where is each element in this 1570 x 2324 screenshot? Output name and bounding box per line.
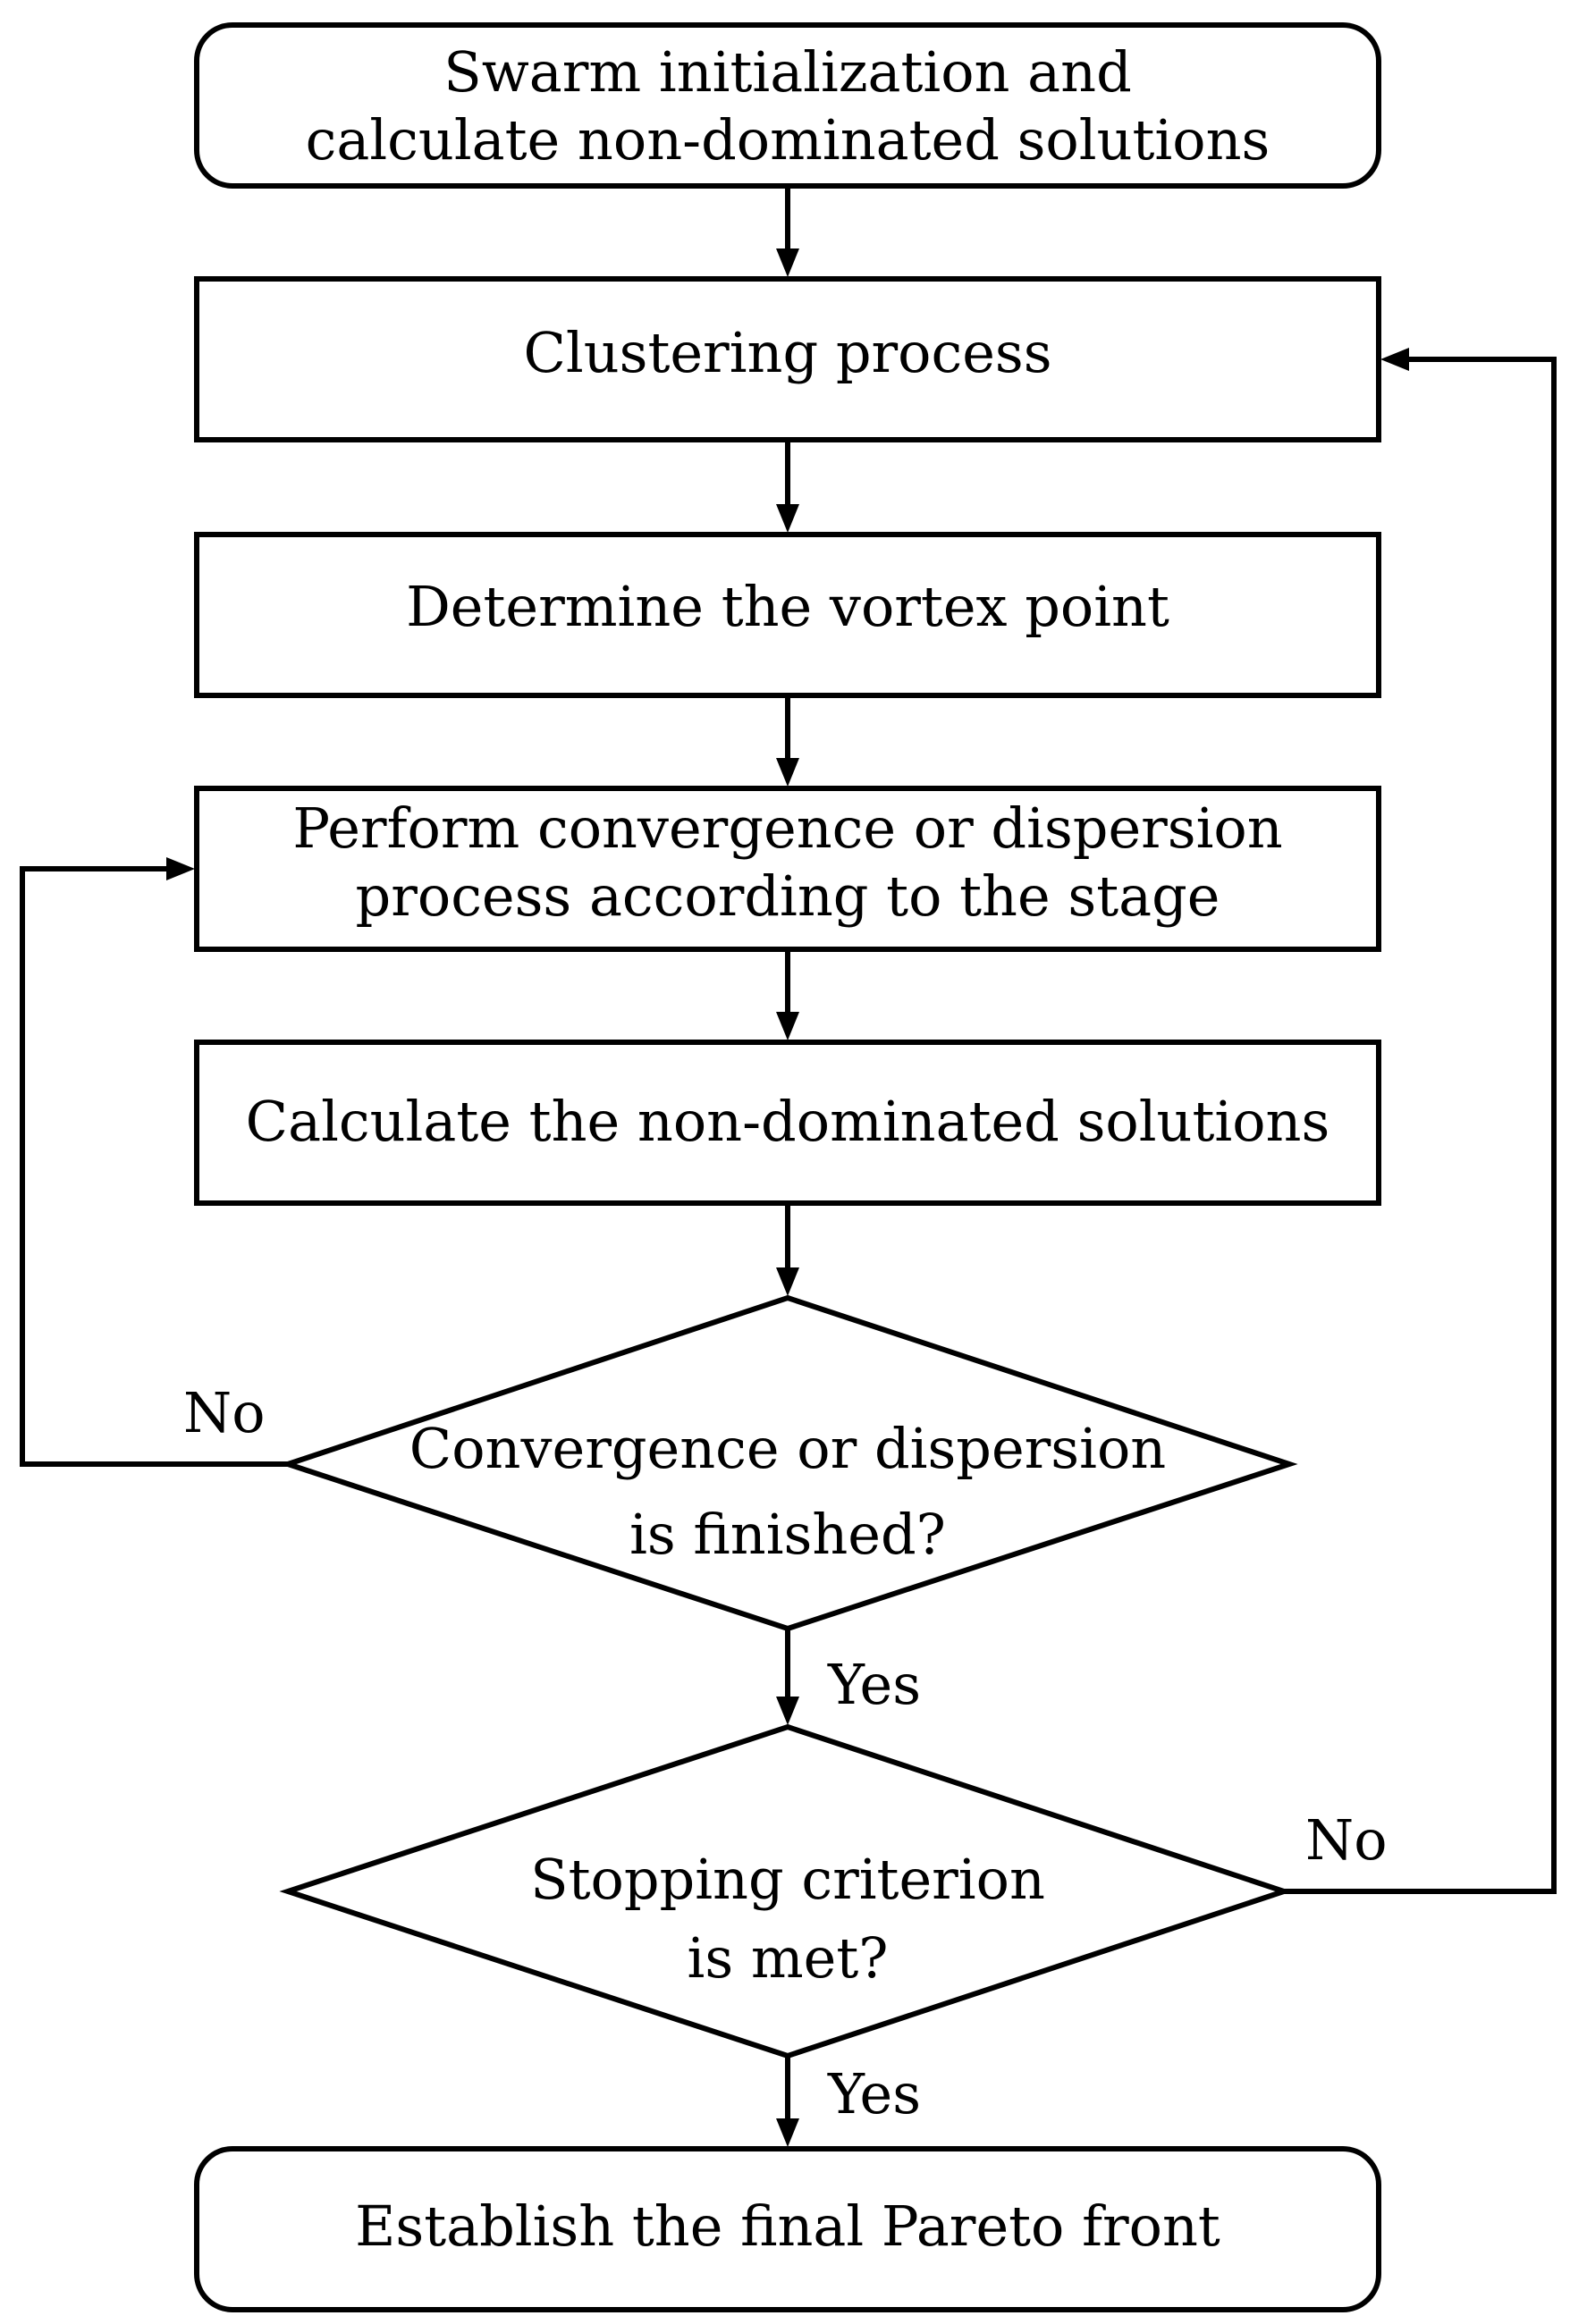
decision-stopping-criterion: Stopping criterion is met?: [279, 1723, 1293, 2059]
edge-label-decision1-yes: Yes: [827, 1652, 921, 1717]
edge-label-decision2-no: No: [1305, 1807, 1388, 1873]
decision-stopping-line-1: Stopping criterion: [530, 1847, 1045, 1912]
node-vortex-label: Determine the vortex point: [406, 574, 1169, 639]
node-clustering: Clustering process: [194, 276, 1381, 442]
edge-label-decision2-yes: Yes: [827, 2061, 921, 2126]
decision-convergence-line-1: Convergence or dispersion: [409, 1416, 1166, 1481]
node-calculate-label: Calculate the non-dominated solutions: [246, 1089, 1330, 1154]
decision-stopping-line-2: is met?: [688, 1925, 889, 1991]
node-final-label: Establish the final Pareto front: [355, 2193, 1220, 2259]
decision-convergence-finished: Convergence or dispersion is finished?: [279, 1294, 1298, 1632]
node-vortex: Determine the vortex point: [194, 532, 1381, 698]
arrow-clustering-to-vortex: [776, 440, 799, 533]
arrow-decision2-no-loop: [1284, 348, 1557, 1894]
arrow-decision1-yes-to-decision2: [776, 1629, 799, 1725]
node-init-line-1: Swarm initialization and: [443, 39, 1132, 105]
node-calculate: Calculate the non-dominated solutions: [194, 1040, 1381, 1206]
arrow-decision1-no-loop: [20, 857, 288, 1467]
arrow-vortex-to-perform: [776, 695, 799, 787]
decision-convergence-line-2: is finished?: [629, 1502, 946, 1567]
node-perform-line-2: process according to the stage: [356, 863, 1220, 929]
edge-label-decision1-no: No: [183, 1380, 266, 1445]
arrow-perform-to-calculate: [776, 949, 799, 1040]
node-init-line-2: calculate non-dominated solutions: [306, 107, 1270, 173]
node-final: Establish the final Pareto front: [194, 2146, 1381, 2312]
arrow-calculate-to-decision1: [776, 1203, 799, 1296]
arrow-decision2-yes-to-final: [776, 2056, 799, 2147]
node-perform: Perform convergence or dispersion proces…: [194, 786, 1381, 952]
arrow-init-to-clustering: [776, 186, 799, 277]
node-init: Swarm initialization and calculate non-d…: [194, 22, 1381, 189]
node-perform-line-1: Perform convergence or dispersion: [292, 796, 1282, 861]
node-clustering-label: Clustering process: [523, 320, 1051, 385]
